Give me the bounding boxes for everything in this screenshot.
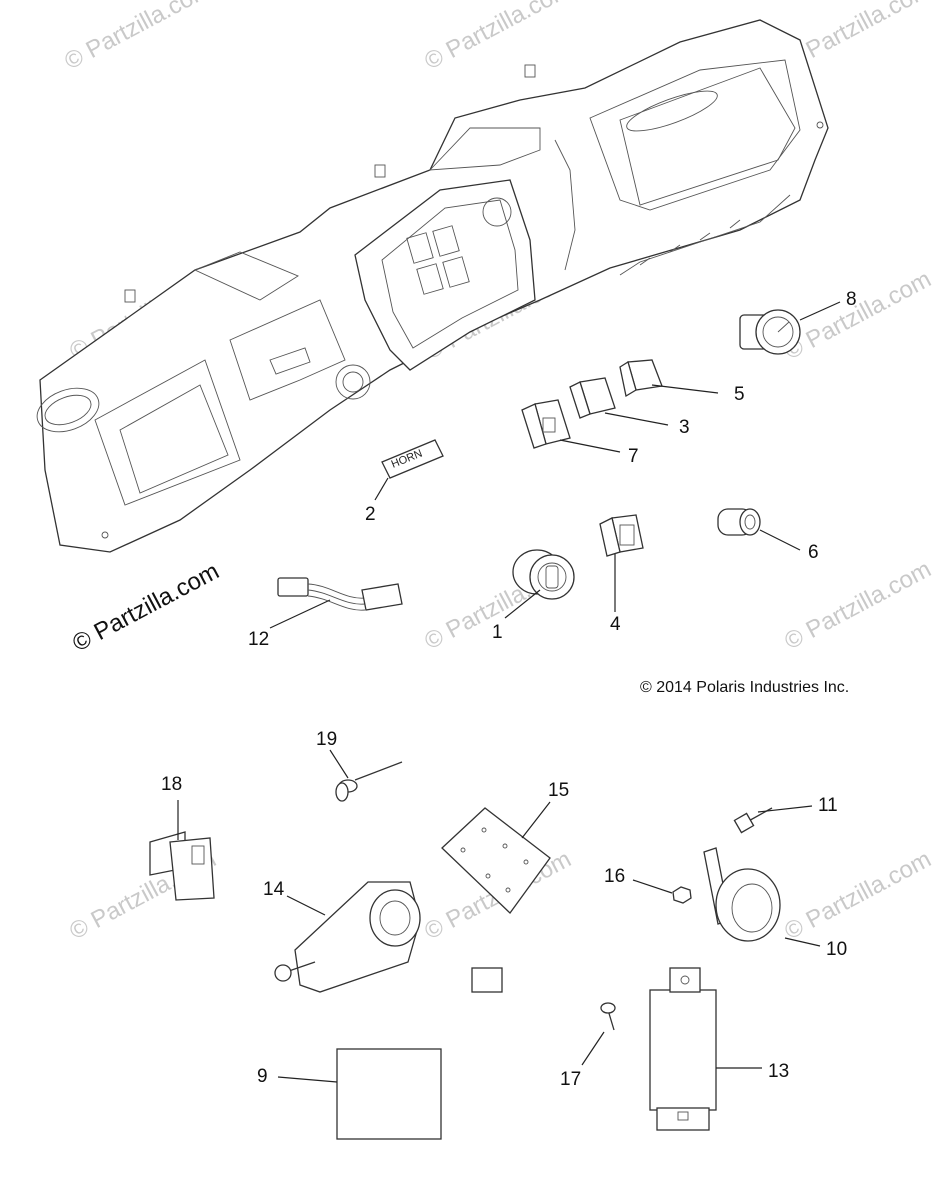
callout-numbers: 8 5 3 7 2 6 12 1 4 19 18 15 11 16 10 14 … [161, 289, 857, 1090]
callout-13: 13 [768, 1061, 789, 1082]
leader-lines [177, 301, 841, 1083]
part-3-switch [569, 377, 616, 419]
part-17-bolt [600, 1002, 616, 1031]
callout-8: 8 [846, 289, 857, 310]
part-12-harness [277, 577, 403, 611]
callout-10: 10 [826, 939, 847, 960]
part-4-switch [599, 514, 644, 557]
part-10-horn [703, 847, 781, 942]
watermark: © Partzilla.com [60, 0, 215, 75]
callout-19: 19 [316, 729, 337, 750]
callout-1: 1 [492, 622, 503, 643]
part-5-switch [619, 359, 663, 398]
callout-9: 9 [257, 1066, 268, 1087]
callout-7: 7 [628, 446, 639, 467]
part-9-label [336, 1048, 442, 1140]
callout-5: 5 [734, 384, 745, 405]
watermark: © Partzilla.com [780, 266, 933, 366]
partzilla-watermark: © Partzilla.com [68, 558, 223, 658]
part-8-gauge [739, 309, 801, 355]
part-11-bolt [733, 807, 773, 834]
dashboard-assembly [36, 19, 829, 553]
callout-14: 14 [263, 879, 285, 900]
part-13-module [471, 967, 717, 1131]
callout-6: 6 [808, 542, 819, 563]
part-18-switch [149, 831, 215, 901]
part-1-ignition [512, 549, 575, 600]
watermark: © Partzilla.com [420, 0, 575, 75]
callout-18: 18 [161, 774, 182, 795]
part-2-horn-switch: HORN [381, 439, 444, 479]
part-6-power-point [717, 508, 761, 536]
part-7-switch [521, 399, 571, 449]
callout-17: 17 [560, 1069, 581, 1090]
callout-16: 16 [604, 866, 625, 887]
watermark: © Partzilla.com [780, 846, 933, 946]
part-16-nut [672, 886, 692, 904]
callout-4: 4 [610, 614, 621, 635]
watermark: © Partzilla.com [780, 556, 933, 656]
callout-11: 11 [818, 795, 838, 816]
part-15-plate [441, 807, 551, 914]
part-14-switch-assembly [274, 881, 421, 993]
callout-2: 2 [365, 504, 376, 525]
part-19-rivet [335, 761, 403, 802]
callout-3: 3 [679, 417, 690, 438]
copyright-notice: © 2014 Polaris Industries Inc. [640, 679, 850, 696]
callout-15: 15 [548, 780, 569, 801]
callout-12: 12 [248, 629, 269, 650]
